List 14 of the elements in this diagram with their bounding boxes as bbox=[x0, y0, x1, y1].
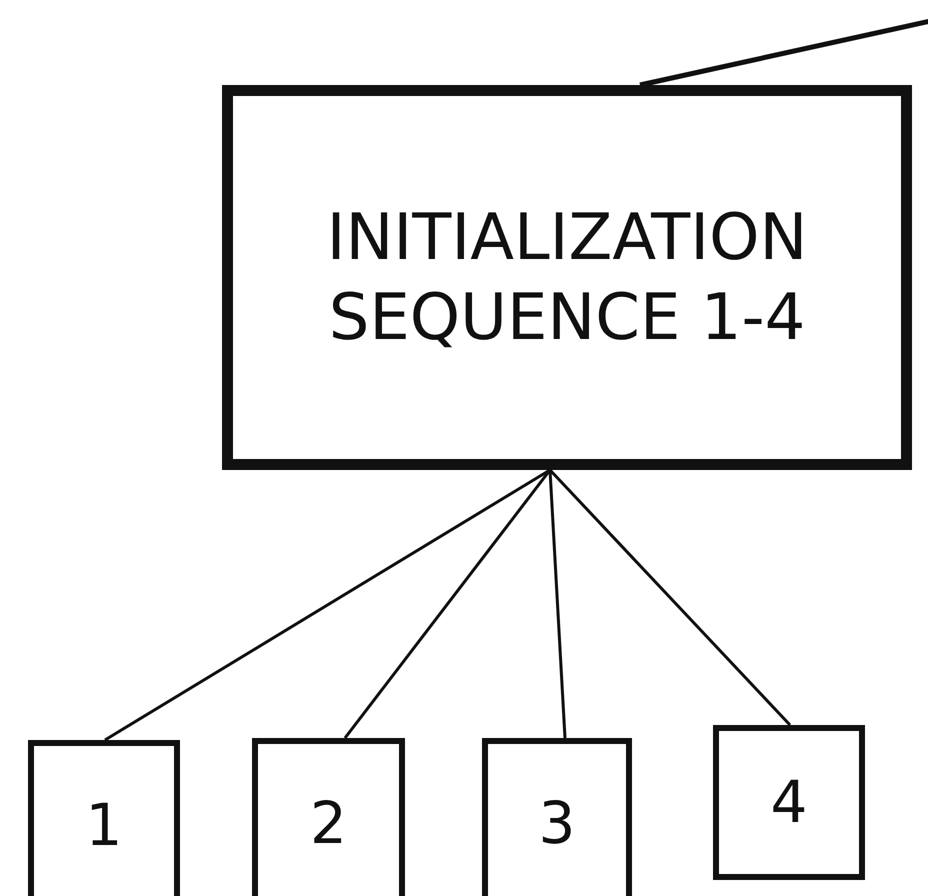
step-box bbox=[482, 738, 632, 896]
step-number: 2 bbox=[310, 788, 347, 859]
connector-line bbox=[639, 18, 928, 88]
connector-line bbox=[104, 468, 551, 742]
step-number: 3 bbox=[538, 788, 576, 859]
step-number: 4 bbox=[770, 767, 808, 838]
process-box bbox=[222, 85, 912, 470]
step-box bbox=[28, 740, 180, 896]
connector-line bbox=[548, 470, 566, 738]
step-number: 1 bbox=[86, 790, 122, 861]
step-box bbox=[713, 725, 865, 880]
connector-line bbox=[548, 468, 792, 726]
step-box bbox=[252, 738, 405, 896]
box-title: INITIALIZATION SEQUENCE 1-4 bbox=[326, 200, 808, 356]
